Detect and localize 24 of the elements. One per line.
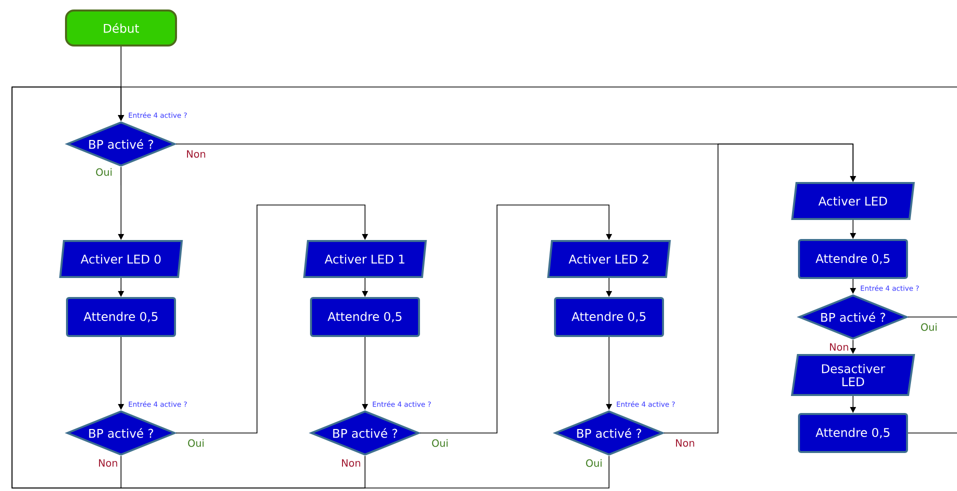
start-terminal: Début — [65, 10, 177, 46]
process-box: Attendre 0,5 — [554, 297, 664, 337]
edge-label: Oui — [920, 322, 938, 332]
arrow — [420, 204, 612, 434]
output-parallelogram: Activer LED — [791, 182, 915, 220]
arrow — [12, 86, 610, 488]
process-box: Attendre 0,5 — [798, 413, 908, 453]
edge-label: Oui — [94, 167, 114, 177]
edge-label: Oui — [584, 458, 604, 468]
edge-label: Non — [185, 149, 207, 159]
output-parallelogram: Activer LED 2 — [547, 240, 671, 278]
output-parallelogram: Activer LED 0 — [59, 240, 183, 278]
process-box: Attendre 0,5 — [798, 239, 908, 279]
edge-label: Non — [97, 458, 119, 468]
arrow — [176, 204, 368, 434]
edge-label: Non — [340, 458, 362, 468]
edge-label: Oui — [430, 438, 450, 448]
edge-label: Oui — [186, 438, 206, 448]
arrow — [664, 144, 856, 434]
edge-label: Non — [828, 342, 850, 352]
edge-label: Non — [674, 438, 696, 448]
output-parallelogram: Activer LED 1 — [303, 240, 427, 278]
process-box: Attendre 0,5 — [310, 297, 420, 337]
process-box: Attendre 0,5 — [66, 297, 176, 337]
